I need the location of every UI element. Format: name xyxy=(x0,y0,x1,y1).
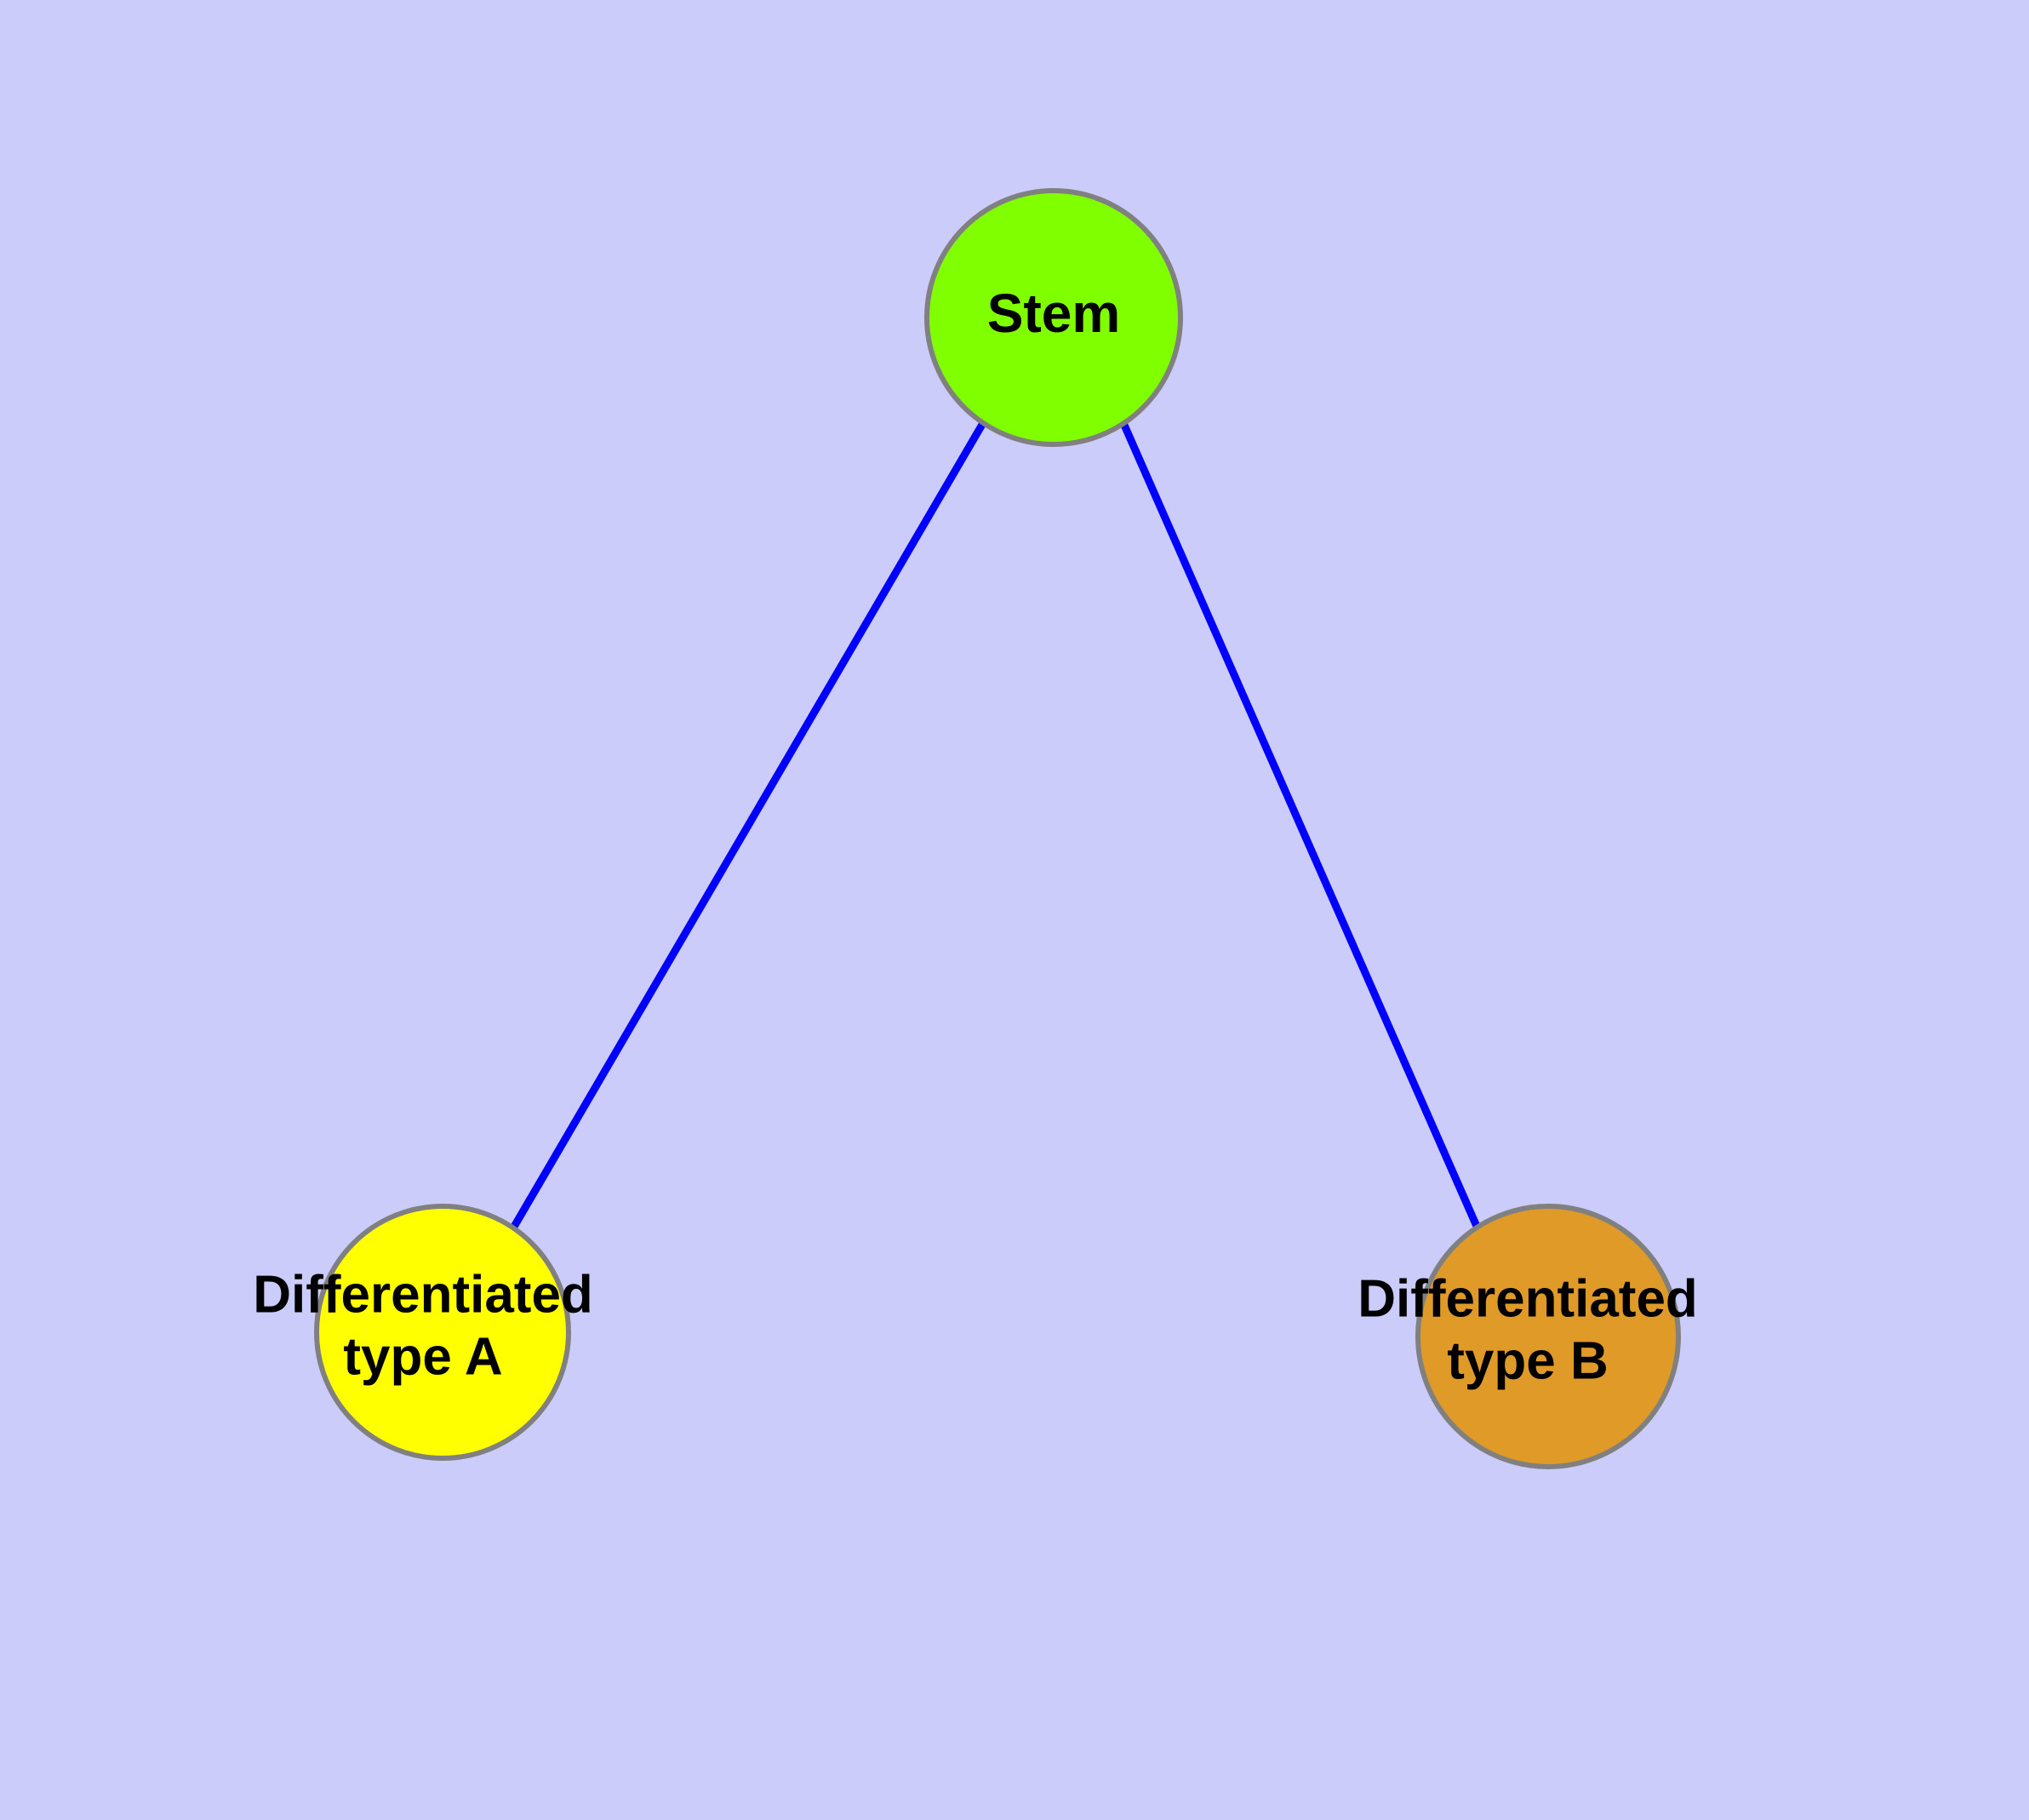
node-circle-diff-a[interactable] xyxy=(314,1204,571,1461)
node-label-line: Differentiated xyxy=(253,1266,593,1325)
edges-layer xyxy=(511,421,1483,1232)
node-label-line: type B xyxy=(1447,1332,1608,1391)
node-circle-stem[interactable] xyxy=(924,188,1183,447)
node-label-stem: Stem xyxy=(987,283,1121,344)
node-circle-diff-b[interactable] xyxy=(1415,1204,1681,1469)
node-label-line: type A xyxy=(343,1328,502,1387)
node-label-line: Stem xyxy=(987,283,1121,344)
graph-edge-stem-to-diff-b[interactable] xyxy=(1119,421,1483,1232)
graph-edge-stem-to-diff-a[interactable] xyxy=(511,421,986,1229)
node-label-line: Differentiated xyxy=(1357,1270,1698,1329)
graph-node-stem[interactable]: Stem xyxy=(924,188,1183,447)
